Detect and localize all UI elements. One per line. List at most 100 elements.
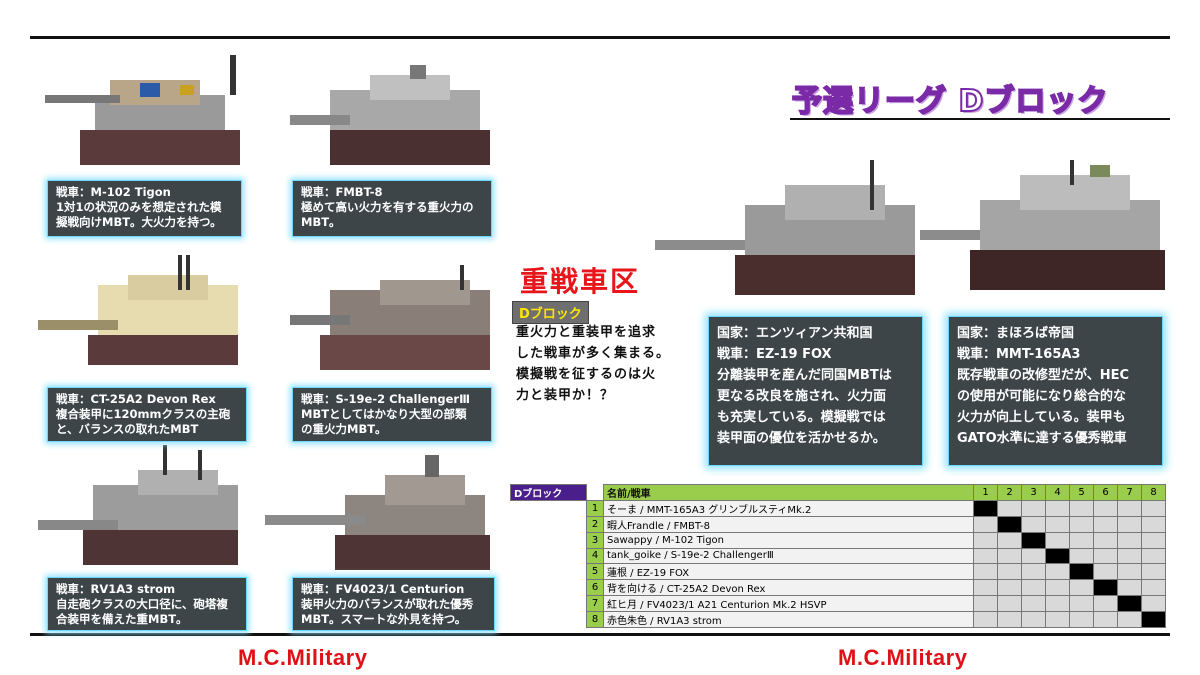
league-cell bbox=[1069, 547, 1094, 564]
tank-image-fmbt-8 bbox=[290, 65, 490, 165]
league-cell bbox=[1069, 532, 1094, 549]
league-cell-self bbox=[1117, 595, 1142, 612]
description-line: 重火力と重装甲を追求 bbox=[516, 325, 657, 340]
card-line: MBT。スマートな外見を持つ。 bbox=[301, 612, 467, 626]
league-cell bbox=[1021, 595, 1046, 612]
league-cell bbox=[1069, 516, 1094, 533]
league-cell bbox=[973, 563, 998, 580]
league-row-name: Sawappy / M-102 Tigon bbox=[603, 532, 974, 549]
card-line: も充実している。模擬戦では bbox=[717, 410, 886, 425]
bottom-rule bbox=[30, 633, 1170, 636]
league-col-4: 4 bbox=[1045, 484, 1070, 501]
league-cell bbox=[1069, 611, 1094, 628]
card-line: 装甲火力のバランスが取れた優秀 bbox=[301, 597, 474, 611]
league-col-6: 6 bbox=[1093, 484, 1118, 501]
league-row-name: 蓮根 / EZ-19 FOX bbox=[603, 563, 974, 580]
card-line: 戦車：RV1A3 strom bbox=[56, 582, 176, 596]
tank-image-rv1a3 bbox=[38, 445, 238, 565]
league-cell bbox=[1021, 500, 1046, 517]
league-cell bbox=[1093, 516, 1118, 533]
card-line: 戦車：CT-25A2 Devon Rex bbox=[56, 392, 216, 406]
league-row-number: 4 bbox=[586, 547, 604, 564]
league-cell bbox=[997, 547, 1022, 564]
card-line: 極めて高い火力を有する重火力の bbox=[301, 200, 474, 214]
description-line: 力と装甲か！？ bbox=[516, 388, 615, 403]
card-line: 戦車：FMBT-8 bbox=[301, 185, 383, 199]
card-line: 戦車：FV4023/1 Centurion bbox=[301, 582, 465, 596]
tank-image-mmt165a3 bbox=[920, 160, 1165, 290]
league-spacer bbox=[510, 532, 587, 548]
league-cell bbox=[1141, 595, 1166, 612]
league-spacer bbox=[510, 563, 587, 580]
league-row-number: 3 bbox=[586, 532, 604, 549]
league-row-name: 紅ヒ月 / FV4023/1 A21 Centurion Mk.2 HSVP bbox=[603, 595, 974, 612]
league-cell-self bbox=[1093, 579, 1118, 596]
card-line: 戦車：M-102 Tigon bbox=[56, 185, 171, 199]
league-block-label: Dブロック bbox=[510, 484, 587, 501]
league-cell bbox=[1141, 500, 1166, 517]
league-cell-self bbox=[997, 516, 1022, 533]
section-description: 重火力と重装甲を追求 した戦車が多く集まる。 模擬戦を征するのは火 力と装甲か！… bbox=[516, 322, 706, 406]
league-cell bbox=[997, 595, 1022, 612]
league-cell bbox=[1141, 579, 1166, 596]
league-cell bbox=[973, 516, 998, 533]
league-cell bbox=[1045, 579, 1070, 596]
league-cell bbox=[973, 547, 998, 564]
card-line: の重火力MBT。 bbox=[301, 422, 387, 436]
league-cell bbox=[1141, 563, 1166, 580]
league-cell bbox=[1021, 611, 1046, 628]
card-line: と、バランスの取れたMBT bbox=[56, 422, 199, 436]
league-col-1: 1 bbox=[973, 484, 998, 501]
league-row-number: 2 bbox=[586, 516, 604, 533]
league-cell bbox=[1093, 563, 1118, 580]
league-col-8: 8 bbox=[1141, 484, 1166, 501]
page-title: 予選リーグ Dブロック bbox=[791, 83, 1109, 120]
footer-brand-right: M.C.Military bbox=[838, 645, 968, 670]
title-underline bbox=[790, 118, 1170, 120]
league-cell bbox=[997, 563, 1022, 580]
tank-card-s19e2: 戦車：S-19e-2 ChallengerⅢ MBTとしてはかなり大型の部類 の… bbox=[292, 387, 492, 442]
league-cell bbox=[1117, 547, 1142, 564]
tank-card-ez19-fox: 国家：エンツィアン共和国 戦車：EZ-19 FOX 分離装甲を産んだ同国MBTは… bbox=[708, 316, 923, 466]
league-cell bbox=[1093, 547, 1118, 564]
league-col-5: 5 bbox=[1069, 484, 1094, 501]
league-cell bbox=[1045, 532, 1070, 549]
league-cell bbox=[1141, 532, 1166, 549]
league-spacer bbox=[510, 516, 587, 533]
league-cell bbox=[973, 595, 998, 612]
league-row-name: 赤色朱色 / RV1A3 strom bbox=[603, 611, 974, 628]
league-col-2: 2 bbox=[997, 484, 1022, 501]
league-cell bbox=[1069, 500, 1094, 517]
league-col-3: 3 bbox=[1021, 484, 1046, 501]
league-cell bbox=[1045, 595, 1070, 612]
league-cell bbox=[1021, 516, 1046, 533]
tank-card-fv4023: 戦車：FV4023/1 Centurion 装甲火力のバランスが取れた優秀 MB… bbox=[292, 577, 495, 631]
league-cell-self bbox=[973, 500, 998, 517]
league-cell bbox=[1093, 611, 1118, 628]
card-line: 複合装甲に120mmクラスの主砲 bbox=[56, 407, 231, 421]
card-line: 1対1の状況のみを想定された模 bbox=[56, 200, 222, 214]
card-line: 分離装甲を産んだ同国MBTは bbox=[717, 368, 892, 383]
card-line: MBTとしてはかなり大型の部類 bbox=[301, 407, 467, 421]
league-spacer bbox=[510, 611, 587, 628]
league-cell bbox=[1117, 516, 1142, 533]
tank-image-ct25a2 bbox=[38, 255, 238, 365]
card-line: MBT。 bbox=[301, 215, 341, 229]
tank-card-m102-tigon: 戦車：M-102 Tigon 1対1の状況のみを想定された模 擬戦向けMBT。大… bbox=[47, 180, 242, 237]
league-header-row: Dブロック 名前/戦車 1 2 3 4 5 6 7 8 bbox=[510, 484, 1166, 501]
league-spacer bbox=[510, 595, 587, 612]
card-line: 合装甲を備えた重MBT。 bbox=[56, 612, 188, 626]
league-cell bbox=[997, 532, 1022, 549]
league-cell bbox=[1021, 563, 1046, 580]
league-cell-self bbox=[1069, 563, 1094, 580]
tank-image-fv4023 bbox=[265, 455, 490, 570]
league-cell bbox=[973, 532, 998, 549]
